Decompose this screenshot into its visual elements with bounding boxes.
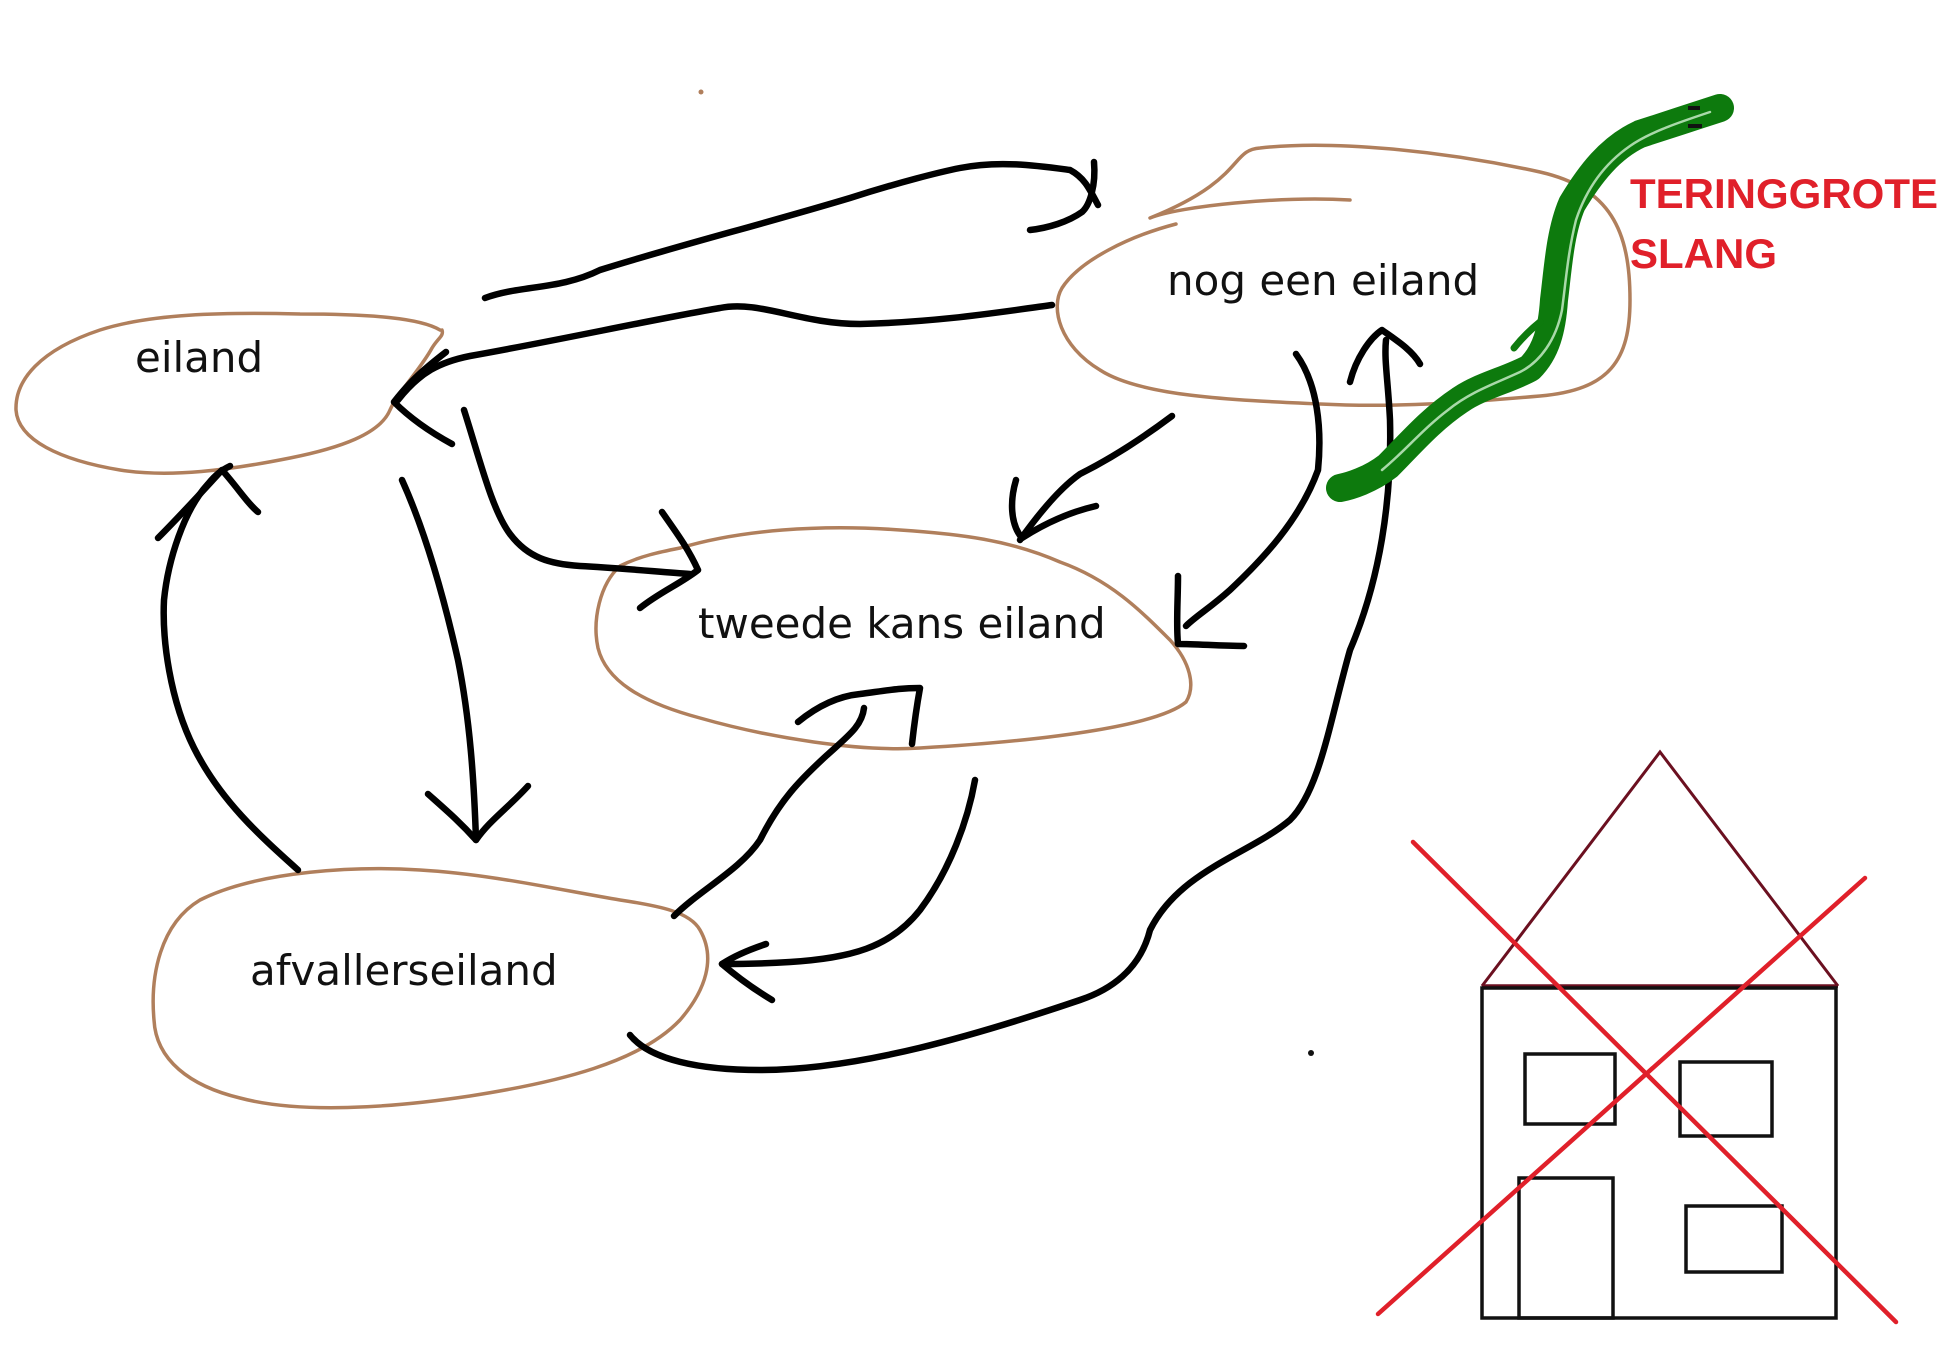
house-wall — [1480, 986, 1838, 1320]
cross-line-2 — [1375, 875, 1868, 1317]
arrow-nog-een-eiland-to-tweede-kans-right — [1182, 350, 1323, 630]
island-afvallerseiland-label: afvallerseiland — [250, 946, 558, 995]
arrow-afvallerseiland-to-eiland — [160, 462, 302, 874]
arrow-eiland-to-afvallerseiland — [398, 476, 480, 844]
cross-out-icon — [1375, 839, 1899, 1325]
island-afvallerseiland-outline — [151, 866, 710, 1110]
arrow-afvallerseiland-to-tweede-kans — [670, 704, 868, 920]
island-nog-een-eiland: nog een eiland — [1055, 143, 1632, 408]
arrowhead — [1026, 158, 1098, 234]
island-afvallerseiland: afvallerseiland — [151, 866, 710, 1110]
stray-dot — [1308, 1050, 1314, 1056]
arrowhead — [1173, 572, 1248, 650]
arrow-tweede-kans-to-afvallerseiland — [718, 776, 979, 968]
arrowhead — [390, 348, 456, 448]
house-window-top-right — [1678, 1060, 1774, 1138]
island-tweede-kans-eiland-label: tweede kans eiland — [698, 599, 1106, 648]
house-roof — [1480, 749, 1840, 987]
snake-label-line2: SLANG — [1630, 230, 1777, 277]
arrowhead — [1346, 326, 1424, 386]
arrow-afvallerseiland-to-nog-een-eiland — [626, 336, 1394, 1074]
stray-dot — [698, 89, 704, 95]
arrow-eiland-to-nog-een-eiland — [481, 160, 1102, 302]
arrowhead — [718, 940, 776, 1004]
house-window-top-left — [1523, 1052, 1617, 1126]
cross-line-1 — [1410, 839, 1899, 1325]
arrow-nog-een-eiland-to-eiland — [394, 301, 1056, 404]
island-tweede-kans-eiland-outline — [594, 526, 1193, 751]
arrowhead — [794, 684, 924, 748]
island-eiland: eiland — [14, 311, 445, 475]
house-window-bottom-right — [1684, 1204, 1784, 1274]
house-door — [1517, 1176, 1615, 1320]
snake-tail-stroke — [1510, 318, 1544, 352]
arrowhead — [636, 508, 702, 612]
island-tweede-kans-eiland: tweede kans eiland — [594, 526, 1193, 751]
snake-label-line1: TERINGGROTE — [1630, 170, 1938, 217]
arrowhead — [154, 466, 262, 542]
arrows — [154, 158, 1424, 1074]
island-nog-een-eiland-label: nog een eiland — [1167, 256, 1479, 305]
house-icon — [1480, 749, 1840, 1320]
arrow-eiland-to-tweede-kans-eiland — [460, 406, 694, 578]
snake-icon — [1326, 94, 1734, 502]
island-eiland-label: eiland — [135, 333, 263, 382]
arrowhead — [424, 782, 532, 844]
arrow-nog-een-eiland-to-tweede-kans-eiland — [1016, 412, 1176, 544]
snake-highlight — [1380, 110, 1712, 472]
island-nog-een-eiland-outline — [1055, 143, 1632, 408]
arrowhead — [1008, 476, 1100, 542]
